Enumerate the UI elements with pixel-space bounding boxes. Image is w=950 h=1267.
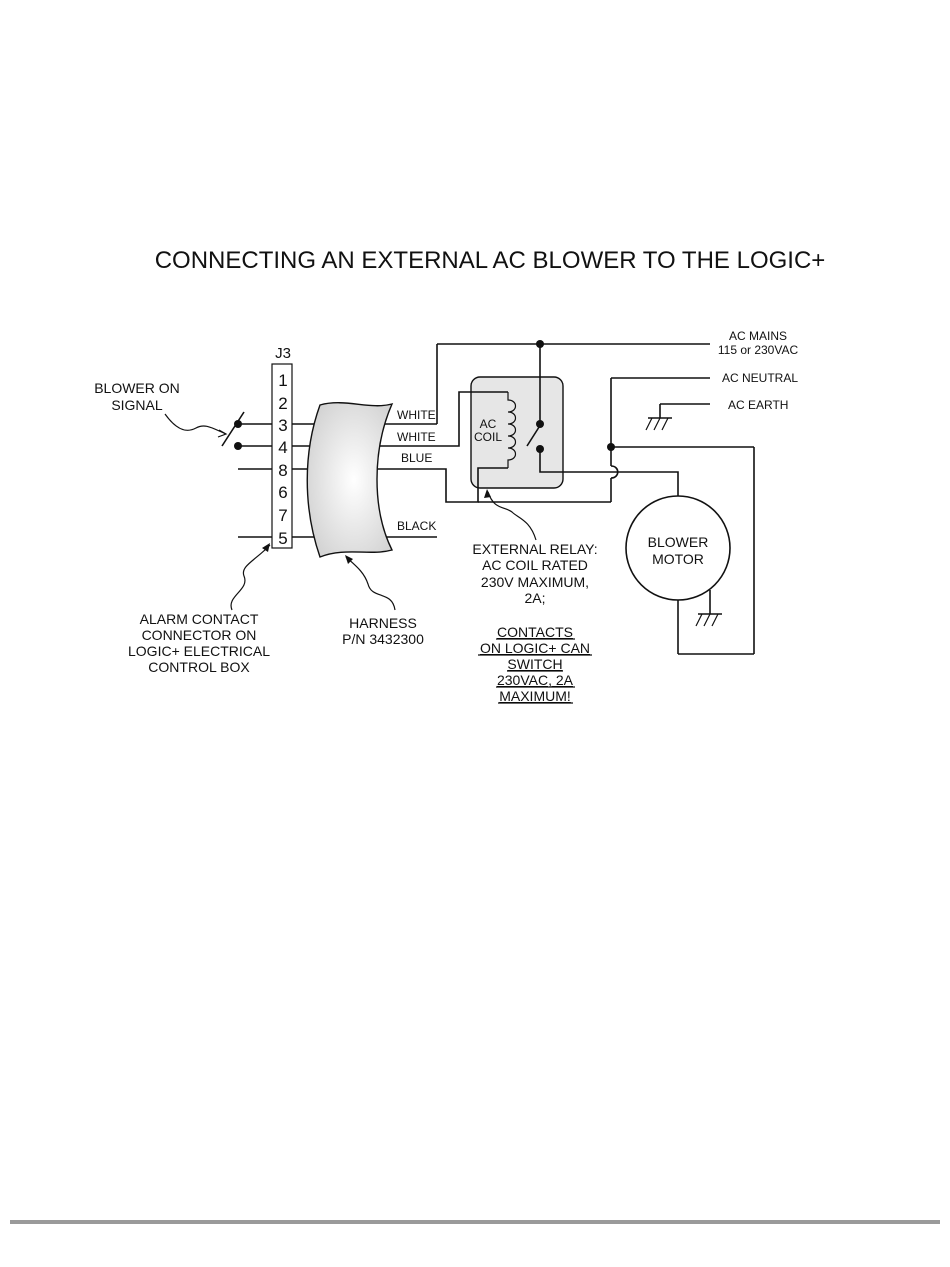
footer-rule	[10, 1220, 940, 1224]
pin-label: 3	[278, 416, 287, 435]
pin-label: 4	[278, 438, 287, 457]
ac-earth-ground-icon	[645, 404, 672, 431]
harness-label: HARNESS P/N 3432300	[342, 615, 424, 647]
svg-text:ALARM CONTACT: ALARM CONTACT	[140, 611, 259, 627]
motor-ground-icon	[695, 590, 722, 627]
relay-leader	[487, 491, 537, 541]
harness-shape	[306, 402, 394, 558]
relay-coil	[507, 392, 517, 468]
svg-text:HARNESS: HARNESS	[349, 615, 417, 631]
external-relay-label: EXTERNAL RELAY: AC COIL RATED 230V MAXIM…	[472, 541, 597, 606]
relay-coil-label: AC COIL	[474, 417, 502, 444]
svg-text:SIGNAL: SIGNAL	[111, 397, 163, 413]
blower-on-switch	[221, 411, 272, 450]
ac-earth-label: AC EARTH	[728, 398, 788, 412]
svg-text:COIL: COIL	[474, 430, 502, 444]
connector-body	[271, 363, 293, 549]
ac-neutral-label: AC NEUTRAL	[722, 371, 798, 385]
blower-on-leader	[164, 413, 227, 435]
blower-motor	[625, 495, 731, 601]
pin-label: 1	[278, 371, 287, 390]
svg-text:MAXIMUM!: MAXIMUM!	[499, 688, 571, 704]
wire-label-white-2: WHITE	[397, 430, 436, 444]
svg-text:ON LOGIC+ CAN: ON LOGIC+ CAN	[480, 640, 590, 656]
pin-label: 6	[278, 483, 287, 502]
contacts-warning-label: CONTACTS ON LOGIC+ CAN SWITCH 230VAC, 2A…	[480, 624, 590, 704]
connector-label: J3	[275, 345, 291, 362]
diagram-title: CONNECTING AN EXTERNAL AC BLOWER TO THE …	[155, 247, 826, 274]
svg-text:MOTOR: MOTOR	[652, 551, 704, 567]
svg-text:230VAC, 2A: 230VAC, 2A	[497, 672, 574, 688]
pin-label: 8	[278, 461, 287, 480]
svg-text:BLOWER ON: BLOWER ON	[94, 380, 180, 396]
wire-label-blue: BLUE	[401, 451, 432, 465]
wire-labels: WHITE WHITE BLUE BLACK	[397, 408, 436, 533]
svg-text:AC: AC	[480, 417, 497, 431]
pin-label: 5	[278, 529, 287, 548]
svg-text:115 or 230VAC: 115 or 230VAC	[718, 343, 799, 357]
svg-text:AC MAINS: AC MAINS	[729, 329, 787, 343]
svg-text:BLOWER: BLOWER	[648, 534, 709, 550]
svg-text:P/N 3432300: P/N 3432300	[342, 631, 424, 647]
svg-text:CONTACTS: CONTACTS	[497, 624, 573, 640]
svg-text:EXTERNAL RELAY:: EXTERNAL RELAY:	[472, 541, 597, 557]
contacts-warning-underlines	[478, 638, 592, 704]
svg-text:230V MAXIMUM,: 230V MAXIMUM,	[481, 574, 589, 590]
alarm-contact-label: ALARM CONTACT CONNECTOR ON LOGIC+ ELECTR…	[128, 611, 270, 675]
connector-pins: 1 2 3 4 8 6 7 5	[278, 371, 287, 548]
svg-text:AC COIL RATED: AC COIL RATED	[482, 557, 588, 573]
blower-on-signal-label: BLOWER ON SIGNAL	[94, 380, 180, 413]
harness-leader	[345, 556, 396, 611]
svg-text:LOGIC+ ELECTRICAL: LOGIC+ ELECTRICAL	[128, 643, 270, 659]
svg-text:SWITCH: SWITCH	[507, 656, 562, 672]
svg-text:CONNECTOR ON: CONNECTOR ON	[142, 627, 257, 643]
ac-mains-label: AC MAINS 115 or 230VAC	[718, 329, 799, 357]
pin-label: 2	[278, 394, 287, 413]
wire-label-white-1: WHITE	[397, 408, 436, 422]
pin-label: 7	[278, 506, 287, 525]
relay-switch-arm	[526, 423, 542, 447]
alarm-contact-leader	[230, 544, 271, 611]
svg-text:2A;: 2A;	[524, 590, 545, 606]
svg-text:CONTROL BOX: CONTROL BOX	[148, 659, 250, 675]
blower-motor-label: BLOWER MOTOR	[648, 534, 709, 567]
wire-label-black: BLACK	[397, 519, 436, 533]
